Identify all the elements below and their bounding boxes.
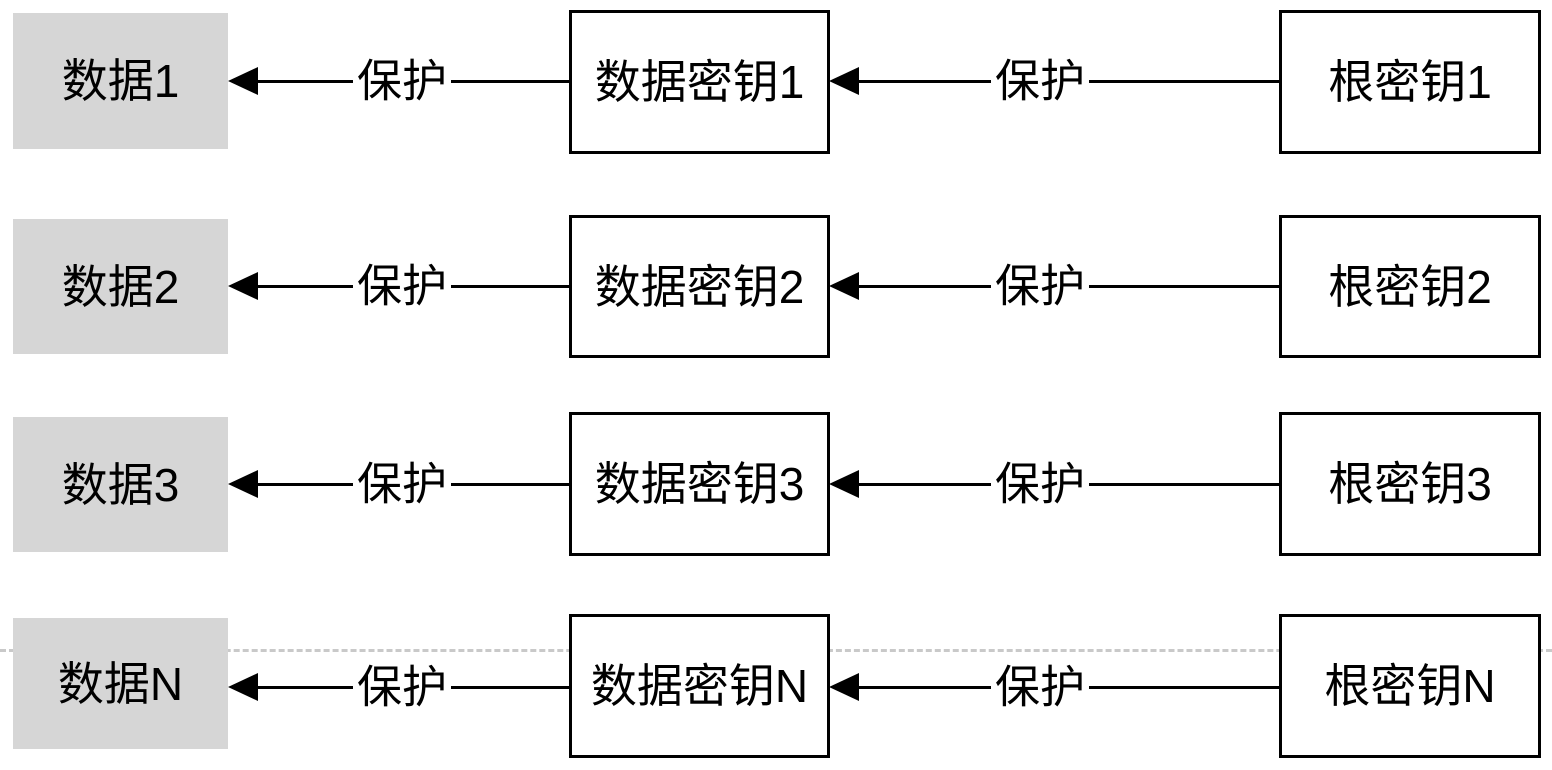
edge-label: 保护: [352, 664, 452, 710]
data-key-box-label: 数据密钥3: [594, 458, 805, 510]
root-key-box-label: 根密钥N: [1324, 660, 1496, 712]
root-key-box-3[interactable]: 根密钥3: [1279, 412, 1541, 556]
data-key-box-label: 数据密钥N: [590, 660, 809, 712]
edge-label: 保护: [990, 461, 1090, 507]
edge-label: 保护: [990, 664, 1090, 710]
data-key-box-label: 数据密钥2: [594, 260, 805, 313]
arrow-head-icon: [829, 470, 859, 498]
data-box-n[interactable]: 数据N: [13, 618, 228, 749]
data-key-box-label: 数据密钥1: [594, 56, 805, 108]
edge-label: 保护: [352, 263, 452, 309]
data-key-box-2[interactable]: 数据密钥2: [569, 215, 830, 358]
arrow-head-icon: [829, 272, 859, 300]
root-key-box-1[interactable]: 根密钥1: [1279, 10, 1541, 154]
arrow-head-icon: [228, 67, 258, 95]
edge-label: 保护: [352, 461, 452, 507]
data-box-3[interactable]: 数据3: [13, 417, 228, 552]
data-box-2[interactable]: 数据2: [13, 219, 228, 354]
root-key-box-label: 根密钥1: [1328, 56, 1492, 108]
arrow-head-icon: [829, 673, 859, 701]
arrow-head-icon: [228, 272, 258, 300]
arrow-head-icon: [228, 470, 258, 498]
data-key-box-1[interactable]: 数据密钥1: [569, 10, 830, 154]
root-key-box-2[interactable]: 根密钥2: [1279, 215, 1541, 358]
edge-label: 保护: [990, 58, 1090, 104]
data-key-box-n[interactable]: 数据密钥N: [569, 614, 830, 758]
edge-label: 保护: [352, 58, 452, 104]
arrow-head-icon: [228, 673, 258, 701]
data-key-box-3[interactable]: 数据密钥3: [569, 412, 830, 556]
data-box-label: 数据3: [61, 458, 180, 511]
data-box-label: 数据1: [61, 55, 180, 107]
data-box-1[interactable]: 数据1: [13, 13, 228, 149]
arrow-head-icon: [829, 67, 859, 95]
root-key-box-n[interactable]: 根密钥N: [1279, 614, 1541, 758]
data-box-label: 数据2: [61, 260, 180, 313]
root-key-box-label: 根密钥3: [1328, 458, 1492, 510]
root-key-box-label: 根密钥2: [1328, 260, 1492, 313]
data-box-label: 数据N: [57, 657, 184, 710]
edge-label: 保护: [990, 263, 1090, 309]
